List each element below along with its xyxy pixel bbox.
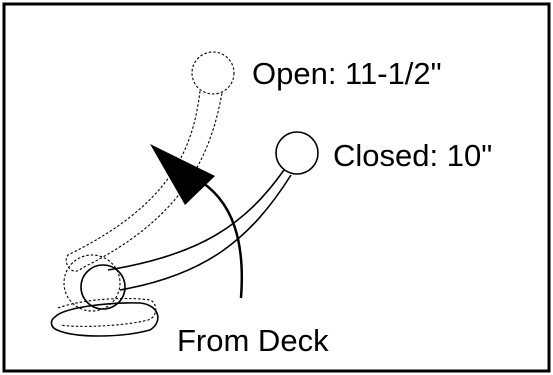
closed-shaft [107,169,285,271]
open-label: Open: 11-1/2" [252,56,442,91]
rotation-arrow-head [150,144,215,205]
closed-pivot [80,264,126,310]
closed-label: Closed: 10" [333,138,492,173]
from-deck-label: From Deck [177,323,329,358]
closed-position-handle [50,131,319,337]
closed-knob [275,131,319,175]
closed-base [50,302,159,337]
open-pivot [63,254,121,312]
open-knob [191,51,235,95]
rotation-arrow-curve [194,176,244,299]
rotation-arrow [150,144,244,299]
closed-shaft-lower-edge [119,174,292,291]
